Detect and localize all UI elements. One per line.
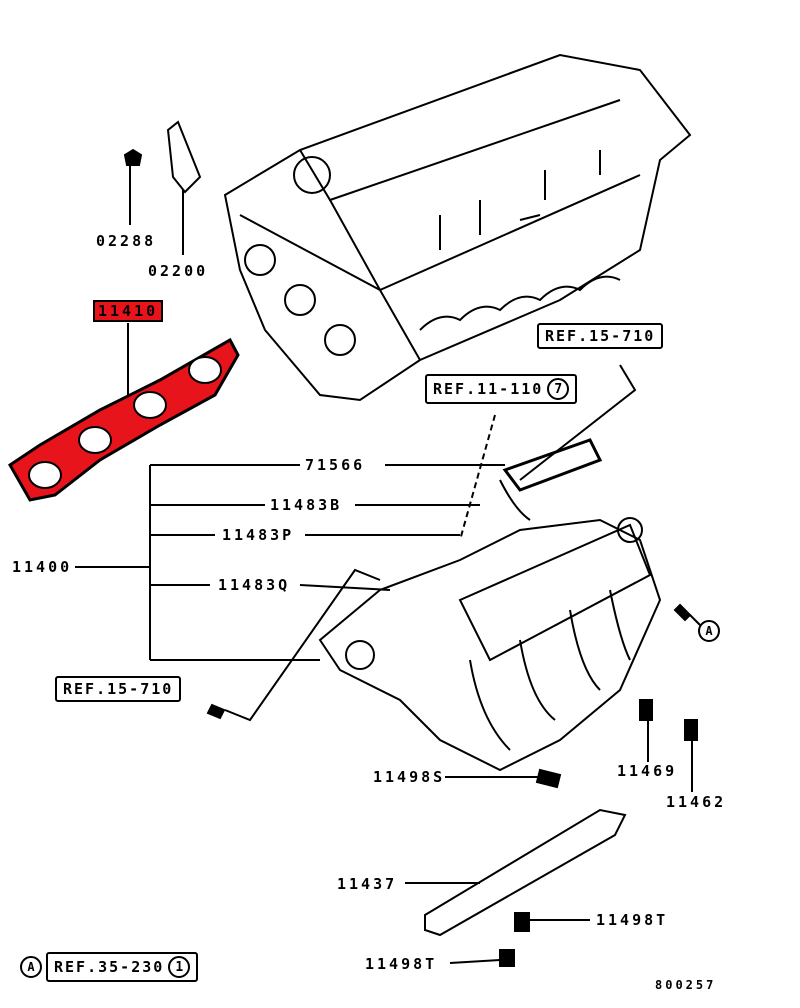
- ref-label: REF.35-230: [54, 958, 165, 976]
- ref-label: REF.11-110: [433, 380, 544, 398]
- marker-a: A: [698, 620, 720, 642]
- part-label-11469[interactable]: 11469: [617, 762, 678, 780]
- ref-number-badge: 1: [168, 956, 191, 978]
- ref-15-710-left[interactable]: REF.15-710: [55, 676, 182, 702]
- part-label-71566[interactable]: 71566: [305, 456, 366, 474]
- ref-label: REF.15-710: [63, 680, 174, 698]
- ref-label: REF.15-710: [545, 327, 656, 345]
- marker-a-legend: A: [20, 956, 42, 978]
- gasket-drawing: [8, 337, 240, 502]
- part-label-11410-highlighted[interactable]: 11410: [93, 300, 164, 322]
- part-label-11483b[interactable]: 11483B: [270, 496, 343, 514]
- part-label-11498t[interactable]: 11498T: [596, 911, 669, 929]
- part-label-02200[interactable]: 02200: [148, 262, 209, 280]
- part-label-11437[interactable]: 11437: [337, 875, 398, 893]
- intake-manifold-drawing: [318, 438, 662, 772]
- ref-number-badge: 7: [547, 378, 570, 400]
- cylinder-head-drawing: [223, 53, 692, 402]
- ref-15-710-top[interactable]: REF.15-710: [537, 323, 664, 349]
- part-label-11400[interactable]: 11400: [12, 558, 73, 576]
- part-label-11498t-lower[interactable]: 11498T: [365, 955, 438, 973]
- diagram-code: 800257: [655, 978, 717, 992]
- part-label-11498s[interactable]: 11498S: [373, 768, 446, 786]
- part-label-11483q[interactable]: 11483Q: [218, 576, 291, 594]
- part-label-11462[interactable]: 11462: [666, 793, 727, 811]
- part-label-02288[interactable]: 02288: [96, 232, 157, 250]
- part-label-11483p[interactable]: 11483P: [222, 526, 295, 544]
